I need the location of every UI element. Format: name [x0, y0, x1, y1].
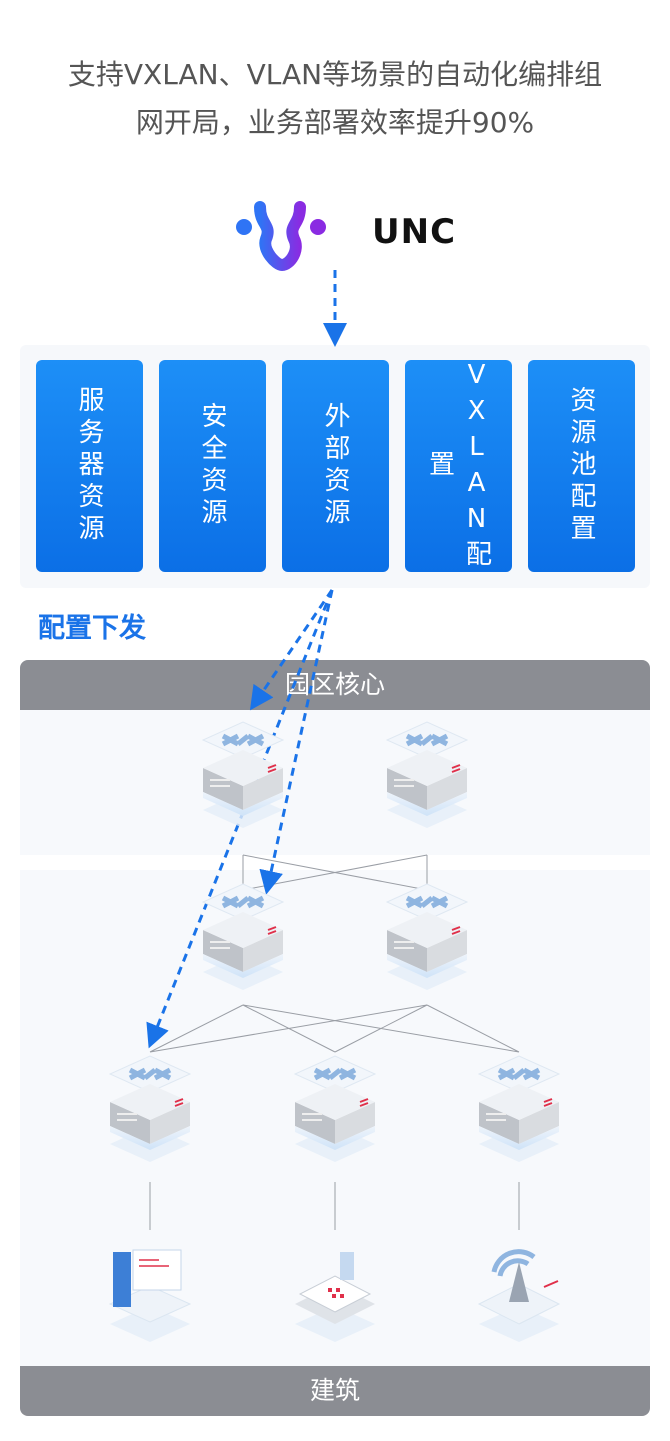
headline-line-1: 支持VXLAN、VLAN等场景的自动化编排组	[67, 58, 603, 91]
core-zone	[20, 710, 650, 855]
card-external-resources[interactable]: 外部资源	[282, 360, 389, 572]
card-label: VXLAN配置	[424, 360, 492, 572]
aggregation-switch-1-icon	[198, 880, 288, 1000]
building-bar: 建筑	[20, 1366, 650, 1416]
wireless-ap-icon	[474, 1232, 564, 1352]
logo-text: UNC	[372, 212, 457, 252]
access-switch-2-icon	[290, 1052, 380, 1172]
headline-line-2: 网开局，业务部署效率提升90%	[135, 106, 535, 139]
aggregation-switch-2-icon	[382, 880, 472, 1000]
card-server-resources[interactable]: 服务器资源	[36, 360, 143, 572]
card-label: 资源池配置	[566, 386, 596, 546]
dispatch-label: 配置下发	[38, 613, 146, 644]
access-switch-3-icon	[474, 1052, 564, 1172]
unc-logo-icon	[236, 201, 326, 272]
card-security-resources[interactable]: 安全资源	[159, 360, 266, 572]
card-label: 服务器资源	[74, 386, 104, 546]
computer-terminal-icon	[105, 1232, 195, 1352]
core-switch-1-icon	[198, 718, 288, 838]
core-switch-2-icon	[382, 718, 472, 838]
access-switch-1-icon	[105, 1052, 195, 1172]
card-pool-config[interactable]: 资源池配置	[528, 360, 635, 572]
card-label: 外部资源	[320, 402, 350, 530]
campus-core-bar: 园区核心	[20, 660, 650, 710]
card-label: 安全资源	[197, 402, 227, 530]
ip-phone-icon	[290, 1232, 380, 1352]
card-vxlan-config[interactable]: VXLAN配置	[405, 360, 512, 572]
